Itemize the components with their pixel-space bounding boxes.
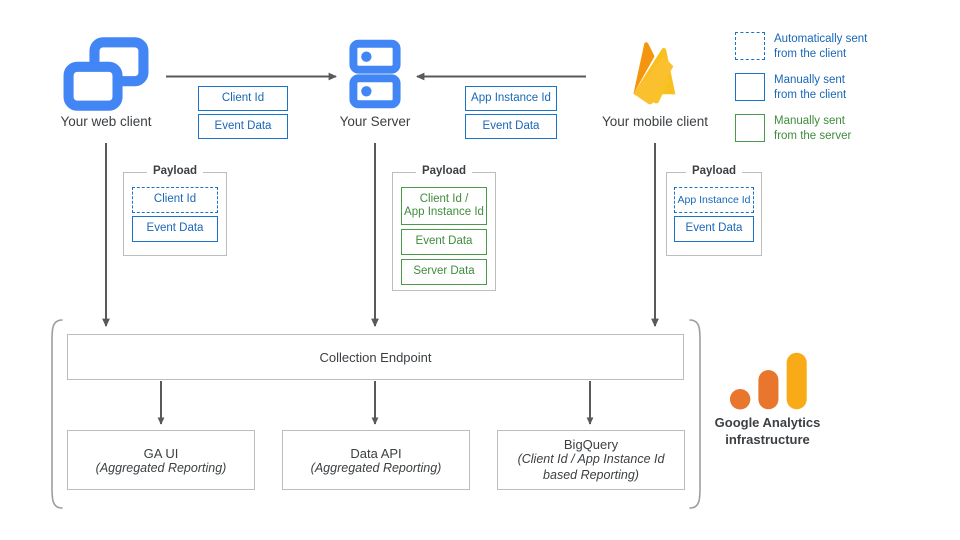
- payload-server-title: Payload: [415, 165, 473, 177]
- legend: Automatically sent from the client Manua…: [735, 32, 935, 144]
- node-web-client[interactable]: Your web client: [56, 37, 156, 129]
- bracket-left: [51, 319, 63, 509]
- legend-item: Manually sent from the server: [735, 113, 935, 144]
- transport-tag: App Instance Id: [465, 86, 557, 111]
- transport-mobile-to-server: App Instance Id Event Data: [465, 86, 557, 139]
- legend-label-line1: Manually sent: [774, 114, 845, 127]
- transport-tag: Client Id: [198, 86, 288, 111]
- output-box-bigquery[interactable]: BigQuery (Client Id / App Instance Id ba…: [497, 430, 685, 490]
- output-box-ga-ui[interactable]: GA UI (Aggregated Reporting): [67, 430, 255, 490]
- legend-swatch-solid-blue-icon: [735, 72, 765, 101]
- collection-endpoint-label: Collection Endpoint: [319, 349, 432, 365]
- payload-item: Event Data: [401, 229, 487, 255]
- payload-item: Event Data: [132, 216, 218, 242]
- output-title: GA UI: [143, 445, 179, 461]
- payload-web-title: Payload: [146, 165, 204, 177]
- payload-item: Client Id: [132, 187, 218, 213]
- payload-mobile-title: Payload: [685, 165, 743, 177]
- legend-item: Automatically sent from the client: [735, 32, 935, 62]
- legend-item: Manually sent from the client: [735, 72, 935, 103]
- legend-label-line1: Manually sent: [774, 73, 845, 86]
- server-icon: [349, 39, 401, 109]
- google-analytics-infrastructure: Google Analytics infrastructure: [700, 350, 835, 449]
- payload-server: Payload Client Id / App Instance Id Even…: [392, 165, 496, 291]
- output-subtitle: (Aggregated Reporting): [310, 460, 442, 475]
- google-analytics-icon: [729, 352, 807, 410]
- payload-item: Client Id / App Instance Id: [401, 187, 487, 225]
- node-mobile-client-label: Your mobile client: [601, 114, 709, 129]
- payload-mobile: Payload App Instance Id Event Data: [666, 165, 762, 256]
- legend-swatch-dashed-blue-icon: [735, 32, 765, 60]
- collection-endpoint-box[interactable]: Collection Endpoint: [67, 334, 684, 380]
- output-subtitle: (Aggregated Reporting): [95, 460, 227, 475]
- web-client-icon: [63, 37, 149, 111]
- legend-label-line2: from the server: [774, 129, 852, 142]
- firebase-icon: [633, 42, 676, 105]
- payload-item: Server Data: [401, 259, 487, 285]
- legend-label-line1: Automatically sent: [774, 33, 868, 45]
- payload-web: Payload Client Id Event Data: [123, 165, 227, 256]
- legend-swatch-solid-green-icon: [735, 113, 765, 142]
- output-box-data-api[interactable]: Data API (Aggregated Reporting): [282, 430, 470, 490]
- payload-item: App Instance Id: [674, 187, 754, 213]
- transport-tag: Event Data: [465, 114, 557, 139]
- node-web-client-label: Your web client: [60, 114, 152, 129]
- transport-tag: Event Data: [198, 114, 288, 139]
- output-title: Data API: [350, 445, 402, 461]
- output-title: BigQuery: [563, 436, 619, 452]
- payload-item: Event Data: [674, 216, 754, 242]
- bracket-right: [689, 319, 701, 509]
- node-server[interactable]: Your Server: [325, 38, 425, 129]
- transport-web-to-server: Client Id Event Data: [198, 86, 288, 139]
- google-analytics-caption: Google Analytics infrastructure: [714, 415, 821, 447]
- legend-label-line2: from the client: [774, 88, 847, 101]
- node-mobile-client[interactable]: Your mobile client: [585, 36, 725, 129]
- legend-label-line2: from the client: [774, 47, 847, 60]
- output-subtitle: (Client Id / App Instance Id based Repor…: [517, 451, 665, 482]
- node-server-label: Your Server: [339, 114, 411, 129]
